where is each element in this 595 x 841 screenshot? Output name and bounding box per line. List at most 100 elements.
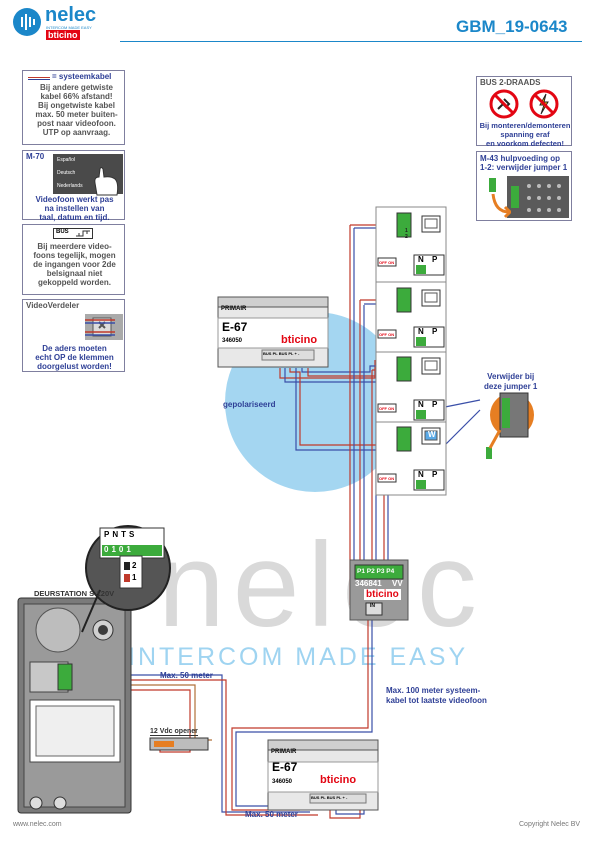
- distributor-brand: bticino: [364, 589, 401, 600]
- doorstation-title: DEURSTATION S-120V: [34, 589, 115, 598]
- term-label: +: [342, 795, 345, 800]
- port-label: P4: [386, 568, 395, 575]
- text-line: post naar videofoon.: [37, 119, 116, 128]
- monitor-1-p: P: [432, 255, 438, 264]
- text-line: M-43 hulpvoeding op: [480, 154, 560, 163]
- on-label: ON: [388, 332, 395, 337]
- port-label: P1: [357, 568, 365, 575]
- terminal-zoom-values: 0101: [104, 545, 134, 554]
- wire: [231, 620, 369, 811]
- psu-top-code: 346050: [222, 338, 243, 344]
- text-line: max. 50 meter buiten-: [35, 110, 118, 119]
- monitor-4-offon: OFF ON: [379, 476, 394, 481]
- verdeler-picture: [85, 314, 123, 340]
- watermark-tagline: INTERCOM MADE EASY: [128, 643, 469, 671]
- verdeler-text: De aders moeten echt OP de klemmen doorg…: [25, 344, 124, 371]
- text-line: kabel 66% afstand!: [40, 92, 113, 101]
- bus-badge: BUS: [53, 228, 93, 239]
- psu-bottom-brand: bticino: [320, 774, 357, 786]
- psu-top-header: PRIMAIR: [221, 306, 247, 312]
- systeemkabel-text: Bij andere getwiste kabel 66% afstand! B…: [29, 83, 124, 137]
- terminal-zoom: [81, 525, 171, 633]
- term-label: BUS: [278, 351, 288, 356]
- no-plug-icon: [489, 89, 519, 119]
- psu-top-model: E-67: [222, 320, 248, 334]
- monitor-4-w: W: [428, 430, 436, 439]
- note-meerdere: BUS Bij meerdere video- foons tegelijk, …: [22, 224, 125, 295]
- term-label: PL: [336, 795, 342, 800]
- menu-item: Deutsch: [57, 170, 76, 176]
- on-label: ON: [388, 406, 395, 411]
- opener-label: 12 Vdc opener: [150, 728, 198, 736]
- wire: [235, 620, 373, 807]
- monitor-2-p: P: [432, 327, 438, 336]
- monitor-2-n: N: [418, 327, 424, 336]
- text-line: Verwijder bij: [487, 372, 535, 381]
- distributor-vv: VV: [392, 579, 403, 588]
- distributor-code: 346841: [355, 579, 382, 588]
- psu-top: [217, 296, 329, 368]
- term-value: 0: [118, 545, 127, 554]
- term-label: BUS: [263, 351, 272, 356]
- verdeler-title: VideoVerdeler: [26, 301, 80, 310]
- brand-partner: bticino: [46, 30, 80, 40]
- psu-bottom: [267, 739, 379, 811]
- term-label: BUS: [311, 795, 320, 800]
- psu-bottom-header: PRIMAIR: [271, 749, 297, 755]
- bus2-title: BUS 2-DRAADS: [480, 78, 541, 87]
- term-label: -: [345, 795, 348, 800]
- wire-connector-icon: [85, 317, 115, 337]
- text-line: foons tegelijk, mogen: [33, 251, 116, 260]
- term-label: N: [112, 530, 122, 539]
- label-max100: Max. 100 meter systeem- kabel tot laatst…: [386, 686, 487, 706]
- watermark-word: nelec: [158, 518, 485, 652]
- label-jumper: Verwijder bij deze jumper 1: [484, 372, 537, 392]
- footer-website: www.nelec.com: [13, 821, 62, 828]
- note-m43: M-43 hulpvoeding op 1-2: verwijder jumpe…: [476, 151, 572, 221]
- door-opener: [149, 737, 209, 751]
- off-label: OFF: [379, 332, 387, 337]
- text-line: belsignaal niet: [46, 269, 103, 278]
- monitor-2-offon: OFF ON: [379, 332, 394, 337]
- term-label: P: [104, 530, 113, 539]
- m70-title: M-70: [26, 152, 45, 161]
- term-label: PL: [288, 351, 294, 356]
- menu-item: Nederlands: [57, 183, 83, 189]
- wire: [289, 368, 395, 446]
- text-line: na instellen van: [44, 204, 105, 213]
- text-line: de ingangen voor 2de: [33, 260, 116, 269]
- monitor-3-p: P: [432, 400, 438, 409]
- meerdere-text: Bij meerdere video- foons tegelijk, moge…: [26, 242, 123, 287]
- psu-bottom-terms: BUS PL BUS PL + -: [311, 795, 347, 800]
- label-gepolariseerd: gepolariseerd: [223, 400, 276, 409]
- monitor-4-n: N: [418, 470, 424, 479]
- term-value: 1: [111, 545, 119, 554]
- terminal-zoom-labels: PNTS: [104, 530, 137, 539]
- term-label: +: [294, 351, 297, 356]
- text-line: 1-2: verwijder jumper 1: [480, 163, 568, 172]
- doc-code: GBM_19-0643: [456, 17, 568, 36]
- note-systeemkabel: = systeemkabel Bij andere getwiste kabel…: [22, 70, 125, 145]
- wire: [295, 368, 395, 451]
- circuit-board-icon: [507, 176, 569, 218]
- text-line: Videofoon werkt pas: [35, 195, 114, 204]
- term-value: 0: [104, 545, 112, 554]
- systeemkabel-legend-line: [28, 77, 50, 78]
- header-rule: [120, 41, 582, 42]
- term-value: 1: [126, 545, 134, 554]
- text-line: UTP op aanvraag.: [42, 128, 111, 137]
- text-line: gekoppeld worden.: [38, 278, 111, 287]
- text-line: Bij monteren/demonteren: [479, 121, 571, 130]
- text-line: taal, datum en tijd.: [39, 213, 110, 222]
- off-label: OFF: [379, 476, 387, 481]
- text-line: Bij ongetwiste kabel: [38, 101, 115, 110]
- pin-label: 1: [405, 228, 408, 234]
- monitor-1-offon: OFF ON: [379, 260, 394, 265]
- label-max50-top: Max. 50 meter: [160, 671, 213, 680]
- label-max50-bottom: Max. 50 meter: [245, 810, 298, 819]
- term-label: BUS: [326, 795, 336, 800]
- jumper-detail: [486, 392, 534, 459]
- wire: [78, 674, 310, 813]
- wire: [279, 360, 376, 379]
- monitor-4: [377, 426, 445, 491]
